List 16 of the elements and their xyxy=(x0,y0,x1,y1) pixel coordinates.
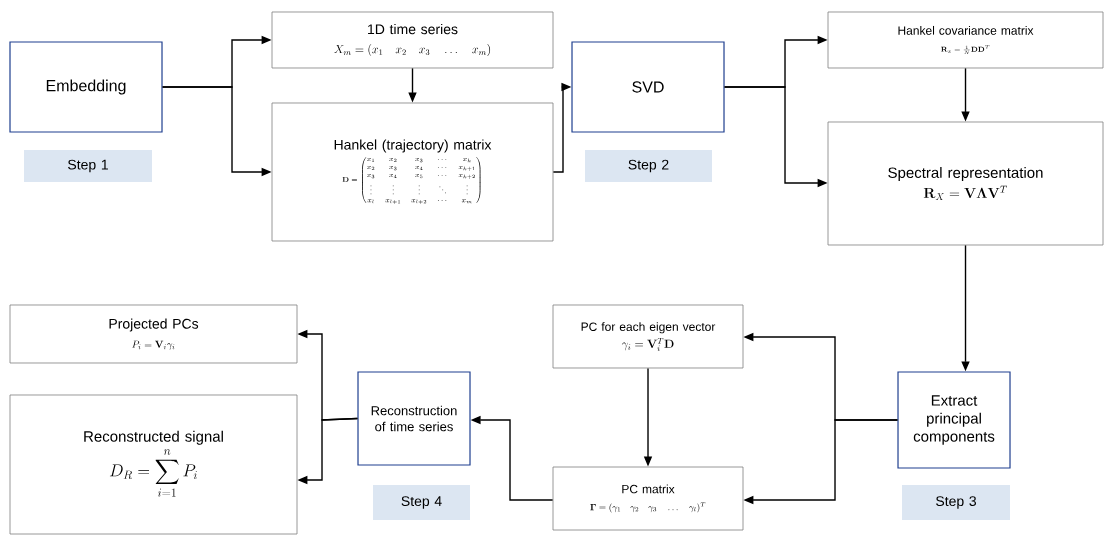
content-box: Reconstructed signal $D_R = \sum_{i=1}^{n} P_i$ xyxy=(9,394,298,535)
content-box: PC matrix $\mathbf{\Gamma} = (\gamma_1 \quad \gamma_2 \quad \gamma_3 \quad \dots \quad \gamma_l)^T$ xyxy=(552,466,744,531)
process-box: Embedding xyxy=(9,41,163,133)
content-box: 1D time series $X_m = (x_1 \quad x_2 \quad x_3 \quad \dots \quad x_m)$ xyxy=(271,11,554,69)
step-label: Step 1 xyxy=(24,150,152,182)
content-box: Hankel (trajectory) matrix $\mathbf{D} = \begin{pmatrix} x_1 & x_2 & x_3 & \cdots & x_k \\ x_2 & x_3 & x_4 & \cdots & x_{k+1} \\ x_3 & x_4 & x_5 & \cdots & x_{k+2} \\ \vdots & \vdots & \vdots & \ddots & \vdots \\ x_l & x_{l+1} & x_{l+2} & \cdots & x_m \end{pmatrix}$ xyxy=(271,102,554,242)
content-box: Spectral representation $\mathbf{R}_X = \mathbf{V} \mathbf{\Lambda} \mathbf{V}^T$ xyxy=(827,121,1104,246)
process-box: Reconstruction of time series xyxy=(357,371,471,466)
content-box: Projected PCs $P_i = \mathbf{V}_i \gamma_i$ xyxy=(9,304,298,364)
step-label: Step 4 xyxy=(373,485,470,520)
process-box: Extract principal components xyxy=(897,371,1011,469)
step-label: Step 2 xyxy=(585,150,712,182)
content-box: PC for each eigen vector $\gamma_i = \mathbf{V}_i^T \mathbf{D}$ xyxy=(552,304,744,369)
step-label: Step 3 xyxy=(902,485,1010,520)
content-box: Hankel covariance matrix $\mathbf{R}_x = \frac{1}{N} \mathbf{D}\mathbf{D}^T$ xyxy=(827,11,1104,69)
process-box: SVD xyxy=(571,41,725,133)
